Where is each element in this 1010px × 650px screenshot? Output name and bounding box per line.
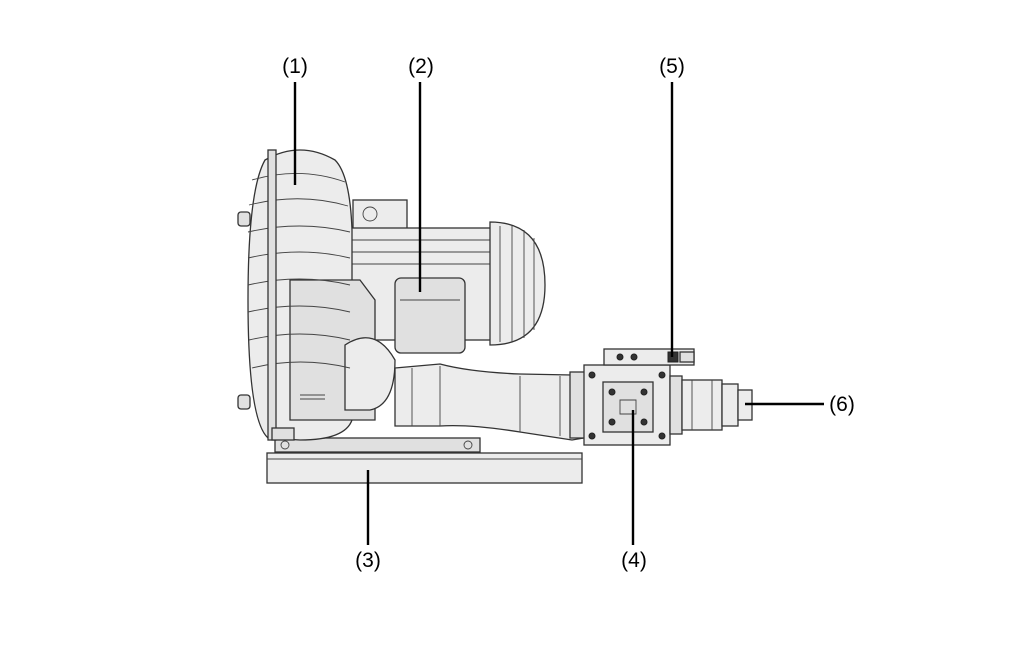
callout-label-2: (2) xyxy=(408,55,434,78)
connection-hose xyxy=(394,363,587,441)
callout-label-4: (4) xyxy=(621,549,647,572)
callout-label-1: (1) xyxy=(282,55,308,78)
base-plate xyxy=(266,437,583,484)
callout-label-3: (3) xyxy=(355,549,381,572)
filter-housing xyxy=(583,364,671,446)
blower-housing xyxy=(237,149,396,441)
valve-block xyxy=(603,348,695,366)
callout-label-5: (5) xyxy=(659,55,685,78)
outlet-nozzle xyxy=(669,375,753,435)
callout-label-6: (6) xyxy=(829,393,855,416)
